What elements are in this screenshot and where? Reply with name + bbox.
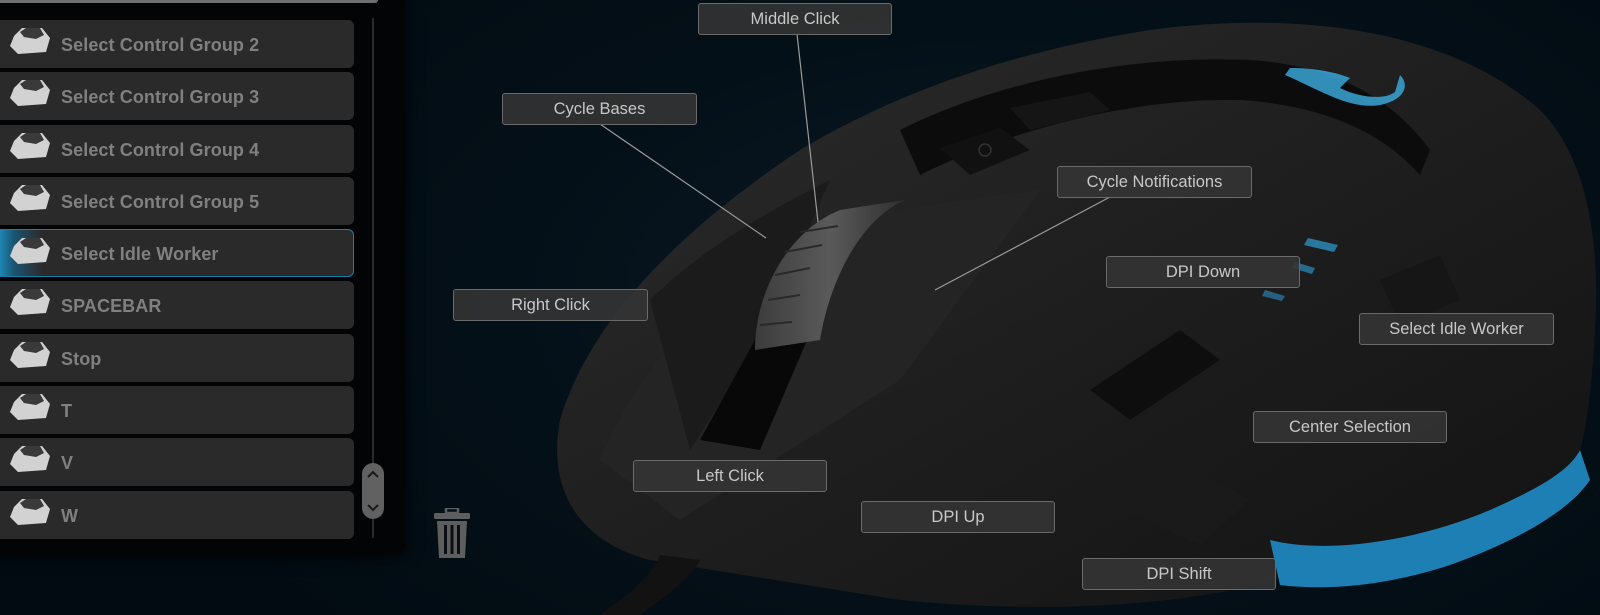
item-label: Select Control Group 4 <box>61 139 260 160</box>
list-item[interactable]: Select Control Group 2 <box>0 20 354 68</box>
keyboard-key-icon <box>10 394 50 421</box>
callout-right-click[interactable]: Right Click <box>453 289 648 321</box>
callout-middle-click[interactable]: Middle Click <box>698 3 892 35</box>
keyboard-key-icon <box>10 80 50 107</box>
item-label: W <box>61 505 79 526</box>
list-item[interactable]: V <box>0 438 354 487</box>
assignment-panel: Select Control Group 2 Select Control Gr… <box>0 0 405 555</box>
chevron-up-icon <box>367 470 379 478</box>
callout-left-click[interactable]: Left Click <box>633 460 827 492</box>
item-label: Stop <box>61 348 102 369</box>
item-label: SPACEBAR <box>61 296 162 317</box>
item-label: Select Control Group 2 <box>61 35 260 56</box>
keyboard-key-icon <box>10 132 50 159</box>
keyboard-key-icon <box>10 289 50 316</box>
keyboard-key-icon <box>10 341 50 368</box>
list-item[interactable]: T <box>0 386 354 435</box>
list-item[interactable]: Select Control Group 3 <box>0 72 354 121</box>
keyboard-key-icon <box>10 446 50 473</box>
trash-icon[interactable] <box>433 508 471 560</box>
item-label: Select Idle Worker <box>61 244 219 265</box>
item-label: V <box>61 453 74 474</box>
item-label: T <box>61 401 73 422</box>
chevron-down-icon <box>367 504 379 512</box>
callout-dpi-up[interactable]: DPI Up <box>861 501 1055 533</box>
item-label: Select Control Group 3 <box>61 87 260 108</box>
command-list: Select Control Group 2 Select Control Gr… <box>0 20 354 543</box>
scrollbar-track[interactable] <box>372 18 374 538</box>
callout-dpi-shift[interactable]: DPI Shift <box>1082 558 1276 590</box>
scrollbar-thumb[interactable] <box>362 463 384 519</box>
callout-select-idle-worker[interactable]: Select Idle Worker <box>1359 313 1554 345</box>
list-item[interactable]: Select Control Group 5 <box>0 176 354 225</box>
keyboard-key-icon <box>10 28 50 54</box>
list-item[interactable]: Select Control Group 4 <box>0 124 354 173</box>
list-item[interactable]: W <box>0 490 354 539</box>
keyboard-key-icon <box>10 184 50 211</box>
keyboard-key-icon <box>10 238 50 265</box>
list-item[interactable]: Stop <box>0 333 354 382</box>
list-item-selected[interactable]: Select Idle Worker <box>0 229 354 278</box>
list-item[interactable]: SPACEBAR <box>0 281 354 330</box>
item-label: Select Control Group 5 <box>61 192 260 213</box>
keyboard-key-icon <box>10 498 50 525</box>
callout-cycle-bases[interactable]: Cycle Bases <box>502 93 697 125</box>
callout-cycle-notifications[interactable]: Cycle Notifications <box>1057 166 1252 198</box>
panel-top-edge <box>0 0 378 3</box>
callout-center-selection[interactable]: Center Selection <box>1253 411 1447 443</box>
callout-dpi-down[interactable]: DPI Down <box>1106 256 1300 288</box>
